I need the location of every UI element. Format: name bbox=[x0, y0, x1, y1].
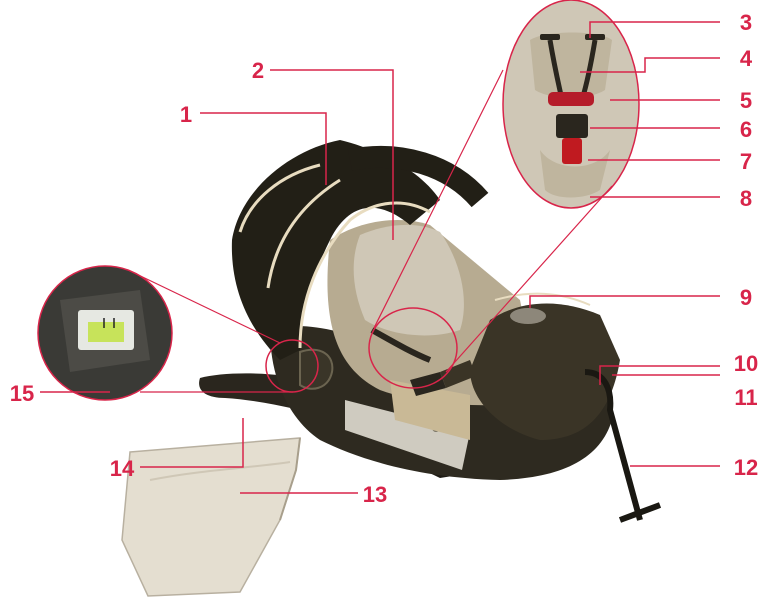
callout-12: 12 bbox=[734, 455, 758, 480]
callout-3: 3 bbox=[740, 10, 752, 35]
callout-9: 9 bbox=[740, 285, 752, 310]
level-indicator-inset bbox=[38, 266, 172, 400]
callout-8: 8 bbox=[740, 186, 752, 211]
callout-1: 1 bbox=[180, 102, 192, 127]
callout-11: 11 bbox=[734, 385, 757, 410]
callout-14: 14 bbox=[110, 456, 135, 481]
callout-4: 4 bbox=[740, 46, 753, 71]
callout-10: 10 bbox=[734, 351, 758, 376]
infant-insert-illustration bbox=[122, 438, 300, 596]
callout-13: 13 bbox=[363, 482, 387, 507]
callout-6: 6 bbox=[740, 117, 752, 142]
callout-5: 5 bbox=[740, 88, 752, 113]
harness-detail-inset bbox=[503, 0, 639, 208]
callout-2: 2 bbox=[252, 58, 264, 83]
callout-7: 7 bbox=[740, 149, 752, 174]
callout-15: 15 bbox=[10, 381, 34, 406]
